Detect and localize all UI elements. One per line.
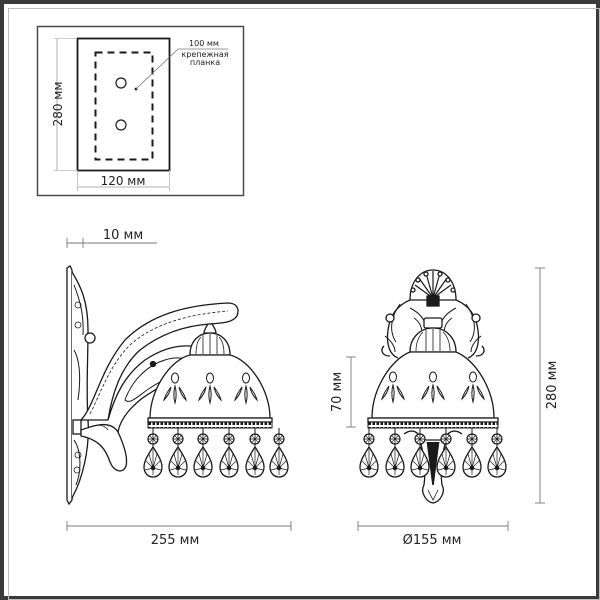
screw-hole-icon [115, 119, 127, 131]
wall-offset-label: 10 мм [103, 228, 143, 243]
side-view [66, 265, 289, 506]
total-height-label: 280 мм [545, 361, 560, 410]
diameter-dimension [357, 521, 509, 531]
total-height-dimension [535, 267, 545, 504]
diameter-label: Ø155 мм [403, 533, 462, 548]
front-view [359, 269, 507, 504]
mounting-bracket-outline [94, 51, 154, 161]
bracket-size-label: 100 мм [189, 39, 219, 48]
bracket-caption-line2: планка [190, 58, 220, 67]
plate-height-label: 280 мм [51, 82, 65, 127]
back-plate [76, 37, 171, 172]
mounting-plate-inset [36, 25, 245, 197]
bracket-caption-line1: крепежная [181, 50, 228, 59]
shade-height-label: 70 мм [330, 372, 345, 412]
plate-width-label: 120 мм [101, 174, 146, 188]
screw-hole-icon [115, 77, 127, 89]
depth-dimension [66, 521, 292, 531]
wall-offset-dimension [66, 238, 157, 248]
depth-label: 255 мм [151, 533, 200, 548]
shade-height-dimension [346, 356, 356, 428]
